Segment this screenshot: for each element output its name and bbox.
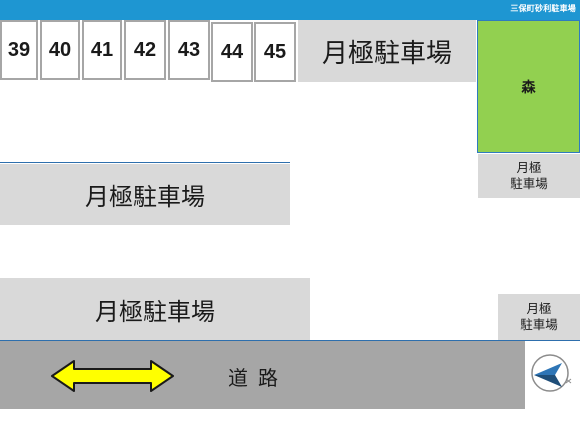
monthly-parking-lot-side-upper: 月極 駐車場 [478,154,580,198]
road-boundary-line [0,340,580,341]
side-lower-line-2: 駐車場 [520,317,558,332]
monthly-parking-lot-middle: 月極駐車場 [0,164,290,225]
side-upper-line-2: 駐車場 [510,176,548,191]
header-bar: 三保町砂利駐車場 [0,0,580,20]
parking-space[interactable]: 41 [82,20,122,80]
forest-area: 森 [477,20,580,153]
parking-space[interactable]: 39 [0,20,38,80]
map-title: 三保町砂利駐車場 [510,4,576,13]
boundary-line [0,162,290,163]
parking-space[interactable]: 45 [254,22,296,82]
monthly-parking-lot-lower: 月極駐車場 [0,278,310,340]
double-arrow-icon [51,360,174,392]
parking-space[interactable]: 42 [124,20,166,80]
parking-spaces-row: 39 40 41 42 43 44 45 [0,20,300,84]
parking-space[interactable]: 43 [168,20,210,80]
parking-space[interactable]: 40 [40,20,80,80]
north-arrow-icon [531,354,572,392]
monthly-parking-lot-top: 月極駐車場 [298,20,476,82]
monthly-parking-lot-side-lower: 月極 駐車場 [498,294,580,340]
road-label: 道路 [228,366,288,390]
side-lower-line-1: 月極 [526,301,552,316]
parking-space[interactable]: 44 [211,22,253,82]
side-upper-line-1: 月極 [516,160,542,175]
